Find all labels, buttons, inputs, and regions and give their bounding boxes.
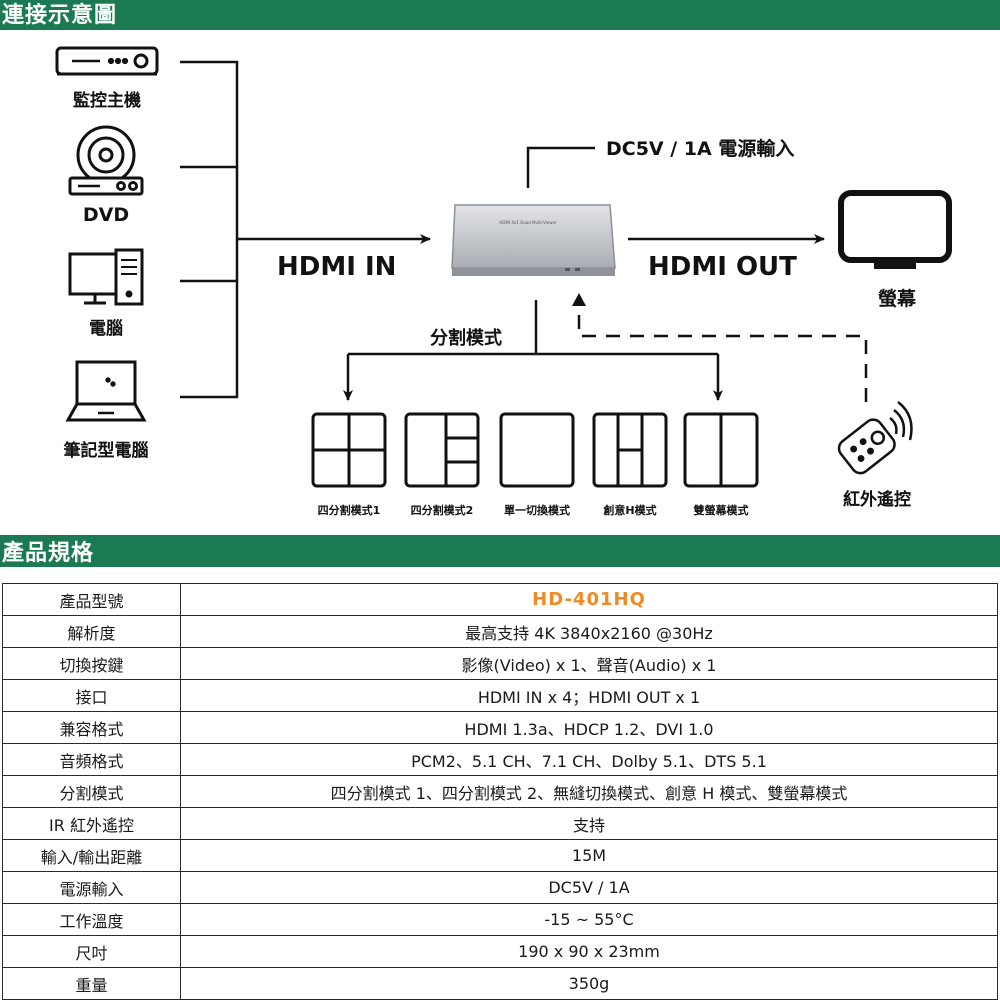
spec-value: 四分割模式 1、四分割模式 2、無縫切換模式、創意 H 模式、雙螢幕模式 <box>180 775 998 808</box>
split-modes-title: 分割模式 <box>430 327 502 349</box>
spec-key: 重量 <box>2 967 181 1000</box>
hdmi-out-label: HDMI OUT <box>648 252 797 282</box>
mode-label-dual: 雙螢幕模式 <box>694 503 749 517</box>
connection-diagram: 監控主機 DVD 電腦 筆記型電腦 HDMI IN <box>55 46 952 517</box>
spec-row: IR 紅外遙控支持 <box>2 807 998 840</box>
spec-key: 解析度 <box>2 615 181 648</box>
power-label: DC5V / 1A 電源輸入 <box>606 137 794 160</box>
spec-row: 解析度最高支持 4K 3840x2160 @30Hz <box>2 615 998 648</box>
source-label-laptop: 筆記型電腦 <box>64 440 149 461</box>
device-label: HDMI 4x1 Quad Multi-Viewer <box>499 220 557 225</box>
spec-value: 支持 <box>180 807 998 840</box>
mode-label-quad-2: 四分割模式2 <box>411 503 474 517</box>
mode-quad-1-icon <box>311 412 387 488</box>
spec-key: 音頻格式 <box>2 743 181 776</box>
mode-dual-icon <box>683 412 759 488</box>
multiviewer-device: HDMI 4x1 Quad Multi-Viewer <box>451 204 616 276</box>
input-connector-lines <box>180 60 431 399</box>
spec-value: HDMI 1.3a、HDCP 1.2、DVI 1.0 <box>180 711 998 744</box>
spec-value: HDMI IN x 4；HDMI OUT x 1 <box>180 679 998 712</box>
desktop-computer-icon <box>68 248 144 306</box>
spec-value: 影像(Video) x 1、聲音(Audio) x 1 <box>180 647 998 680</box>
spec-row: 切換按鍵影像(Video) x 1、聲音(Audio) x 1 <box>2 647 998 680</box>
surveillance-host-icon <box>55 46 159 76</box>
mode-single-icon <box>499 412 575 488</box>
spec-key: 產品型號 <box>2 583 181 616</box>
remote-label: 紅外遙控 <box>843 489 911 510</box>
spec-row: 工作溫度-15 ~ 55°C <box>2 903 998 936</box>
spec-key: 切換按鍵 <box>2 647 181 680</box>
spec-header-bar: 產品規格 <box>0 535 1000 567</box>
spec-value: 最高支持 4K 3840x2160 @30Hz <box>180 615 998 648</box>
mode-label-single: 單一切換模式 <box>504 503 570 517</box>
spec-value: PCM2、5.1 CH、7.1 CH、Dolby 5.1、DTS 5.1 <box>180 743 998 776</box>
mode-label-h: 創意H模式 <box>602 503 656 517</box>
spec-key: 接口 <box>2 679 181 712</box>
spec-key: 電源輸入 <box>2 871 181 904</box>
diagram-header-bar: 連接示意圖 <box>0 0 1000 30</box>
hdmi-in-label: HDMI IN <box>277 252 396 282</box>
diagram-section-title: 連接示意圖 <box>2 3 118 28</box>
spec-row: 分割模式四分割模式 1、四分割模式 2、無縫切換模式、創意 H 模式、雙螢幕模式 <box>2 775 998 808</box>
display-label: 螢幕 <box>878 287 917 310</box>
mode-quad-2-icon <box>404 412 480 488</box>
spec-key: 尺吋 <box>2 935 181 968</box>
spec-value: 190 x 90 x 23mm <box>180 935 998 968</box>
spec-value: DC5V / 1A <box>180 871 998 904</box>
split-mode-lines <box>343 300 723 401</box>
spec-section-title: 產品規格 <box>2 541 95 566</box>
dvd-icon <box>68 125 144 196</box>
laptop-icon <box>65 360 147 422</box>
remote-signal-path <box>572 293 868 402</box>
ir-remote-icon <box>837 401 913 475</box>
spec-key: 分割模式 <box>2 775 181 808</box>
spec-value: 15M <box>180 839 998 872</box>
source-label-dvd: DVD <box>83 204 129 226</box>
source-label-computer: 電腦 <box>89 318 123 339</box>
spec-key: IR 紅外遙控 <box>2 807 181 840</box>
monitor-icon <box>838 190 952 269</box>
spec-value: -15 ~ 55°C <box>180 903 998 936</box>
product-model-value: HD-401HQ <box>180 583 998 616</box>
spec-key: 輸入/輸出距離 <box>2 839 181 872</box>
power-line <box>526 146 595 188</box>
spec-key: 工作溫度 <box>2 903 181 936</box>
mode-label-quad-1: 四分割模式1 <box>318 503 381 517</box>
spec-key: 兼容格式 <box>2 711 181 744</box>
source-label-host: 監控主機 <box>73 90 141 111</box>
spec-value: 350g <box>180 967 998 1000</box>
mode-h-icon <box>592 412 668 488</box>
